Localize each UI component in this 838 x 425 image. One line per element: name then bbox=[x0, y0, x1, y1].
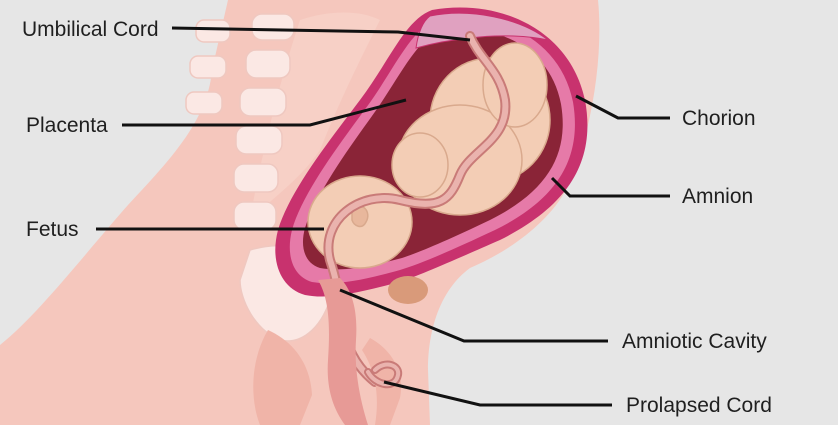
vertebra bbox=[196, 20, 230, 42]
vertebra bbox=[190, 56, 226, 78]
vertebra bbox=[234, 164, 278, 192]
label-amniotic-cavity: Amniotic Cavity bbox=[622, 331, 767, 352]
label-fetus: Fetus bbox=[26, 219, 79, 240]
vertebra bbox=[246, 50, 290, 78]
vertebra bbox=[236, 126, 282, 154]
label-placenta: Placenta bbox=[26, 115, 108, 136]
vertebra bbox=[240, 88, 286, 116]
vertebra bbox=[234, 202, 276, 230]
label-amnion: Amnion bbox=[682, 186, 753, 207]
fetus-arm bbox=[392, 133, 448, 197]
vertebra bbox=[252, 14, 294, 40]
label-prolapsed-cord: Prolapsed Cord bbox=[626, 395, 772, 416]
bladder bbox=[388, 276, 428, 304]
label-umbilical-cord: Umbilical Cord bbox=[22, 19, 159, 40]
label-chorion: Chorion bbox=[682, 108, 756, 129]
vertebra bbox=[186, 92, 222, 114]
fetus-leg bbox=[483, 43, 547, 127]
